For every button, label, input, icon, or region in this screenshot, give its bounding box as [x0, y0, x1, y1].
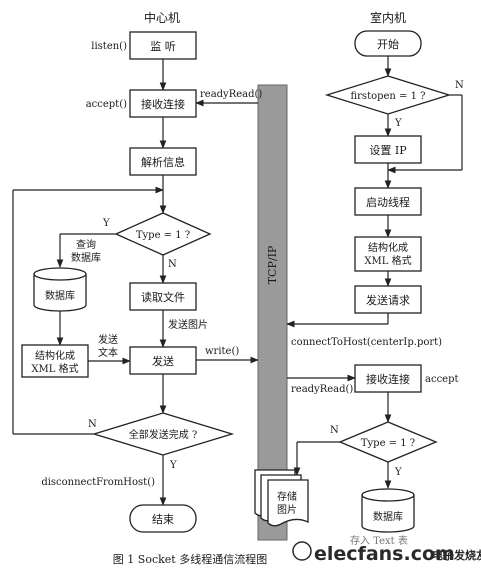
partial-label: 存入 Text 表: [350, 534, 408, 547]
tcpip-channel: [257, 84, 288, 541]
struct-left-line1: 结构化成: [35, 349, 75, 362]
parse-box-label: 解析信息: [141, 155, 185, 169]
set-ip-box: [354, 135, 422, 164]
store-line2: 图片: [277, 503, 297, 516]
store-image-doc: [254, 469, 309, 527]
connect-call: connectToHost(centerIp.port): [291, 337, 442, 348]
watermark-cn: 电子发烧友: [432, 548, 481, 562]
decision-left-no: N: [168, 259, 177, 270]
decision-right-yes: Y: [394, 467, 402, 478]
struct-right-line1: 结构化成: [368, 241, 408, 254]
left-column-title: 中心机: [144, 10, 180, 25]
receive-connect-label: 接收连接: [366, 372, 410, 386]
decision-type-right-label: Type = 1 ?: [361, 438, 415, 449]
decision-firstopen-no: N: [455, 80, 464, 91]
struct-right-line2: XML 格式: [364, 254, 411, 267]
watermark-domain: elecfans.com: [314, 543, 455, 565]
database-right: [361, 488, 415, 533]
listen-box-label: 监 听: [150, 40, 176, 53]
database-right-label: 数据库: [373, 510, 403, 523]
decision-firstopen-yes: Y: [394, 118, 402, 129]
listen-call: listen(): [91, 41, 127, 52]
read-file-label: 读取文件: [141, 290, 185, 304]
send-image-label: 发送图片: [168, 318, 208, 331]
database-left: [33, 267, 87, 312]
decision-all-sent-no: N: [88, 419, 97, 430]
disconnect-call: disconnectFromHost(): [41, 477, 155, 488]
start-terminal-label: 开始: [377, 37, 399, 51]
decision-right-no: N: [330, 425, 339, 436]
decision-left-yes: Y: [102, 218, 110, 229]
database-left-label: 数据库: [45, 289, 75, 302]
send-text-line1: 发送: [98, 333, 118, 346]
store-line1: 存储: [277, 490, 297, 503]
query-line2: 数据库: [71, 251, 101, 264]
watermark-logo: elecfans.com 电子发烧友: [292, 541, 481, 565]
write-call: write(): [205, 346, 239, 357]
decision-firstopen-label: firstopen = 1 ?: [350, 91, 425, 102]
send-box-label: 发送: [152, 354, 174, 368]
end-terminal: [129, 504, 197, 533]
start-thread-box: [354, 187, 422, 216]
tcpip-label: TCP/IP: [266, 245, 279, 284]
set-ip-label: 设置 IP: [369, 144, 407, 157]
receive-connect-box: [354, 364, 422, 393]
struct-left-line2: XML 格式: [31, 362, 78, 375]
decision-all-sent-yes: Y: [169, 460, 177, 471]
struct-box-right: [354, 236, 422, 272]
send-request-label: 发送请求: [366, 293, 410, 307]
start-thread-label: 启动线程: [366, 195, 410, 209]
decision-all-sent-label: 全部发送完成 ?: [129, 428, 198, 441]
read-file-box: [129, 282, 197, 311]
send-request-box: [354, 285, 422, 314]
query-line1: 查询: [76, 238, 96, 251]
accept-box-label: 接收连接: [141, 97, 185, 111]
figure-caption: 图 1 Socket 多线程通信流程图: [113, 552, 267, 566]
ready-read-top: readyRead(): [200, 89, 262, 100]
end-terminal-label: 结束: [152, 513, 174, 526]
right-column-title: 室内机: [370, 10, 406, 25]
decision-type-left-label: Type = 1 ?: [136, 230, 190, 241]
send-text-line2: 文本: [98, 346, 118, 359]
accept-call: accept(): [86, 99, 127, 110]
ready-read-bottom: readyRead(): [291, 384, 353, 395]
accept-label-right: accept: [425, 374, 459, 385]
